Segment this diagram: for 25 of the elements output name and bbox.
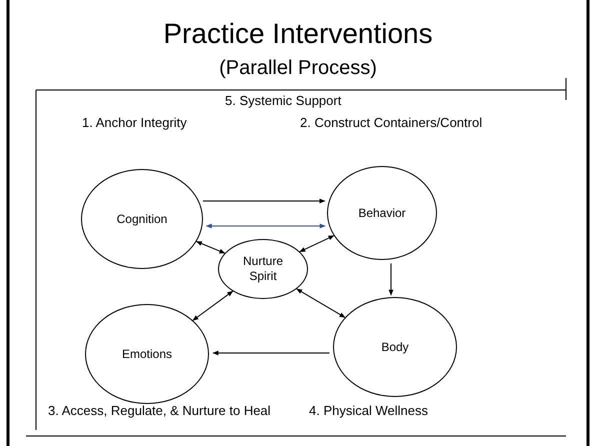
ellipse-node bbox=[333, 297, 457, 397]
section-label: 1. Anchor Integrity bbox=[82, 116, 187, 129]
arrow bbox=[212, 350, 330, 356]
section-label: 5. Systemic Support bbox=[225, 94, 342, 107]
arrow bbox=[296, 288, 346, 318]
node-label: Cognition bbox=[116, 212, 168, 226]
section-label: 2. Construct Containers/Control bbox=[300, 116, 482, 129]
node-label: Nurture Spirit bbox=[242, 254, 284, 284]
ellipse-node bbox=[218, 239, 308, 299]
section-label: 3. Access, Regulate, & Nurture to Heal bbox=[48, 404, 271, 417]
title: Practice Interventions bbox=[163, 20, 433, 48]
subtitle: (Parallel Process) bbox=[219, 58, 377, 78]
node-label: Body bbox=[381, 340, 409, 354]
arrow bbox=[388, 262, 394, 296]
arrow bbox=[196, 241, 226, 254]
ellipse-node bbox=[85, 304, 209, 404]
arrow bbox=[206, 224, 326, 228]
node-label: Emotions bbox=[122, 346, 172, 362]
arrow bbox=[202, 198, 326, 204]
section-label: 4. Physical Wellness bbox=[309, 404, 428, 417]
arrow bbox=[192, 290, 234, 321]
node-label: Behavior bbox=[358, 206, 406, 220]
ellipse-node bbox=[81, 169, 203, 269]
ellipse-node bbox=[327, 166, 437, 260]
arrow bbox=[299, 235, 334, 252]
